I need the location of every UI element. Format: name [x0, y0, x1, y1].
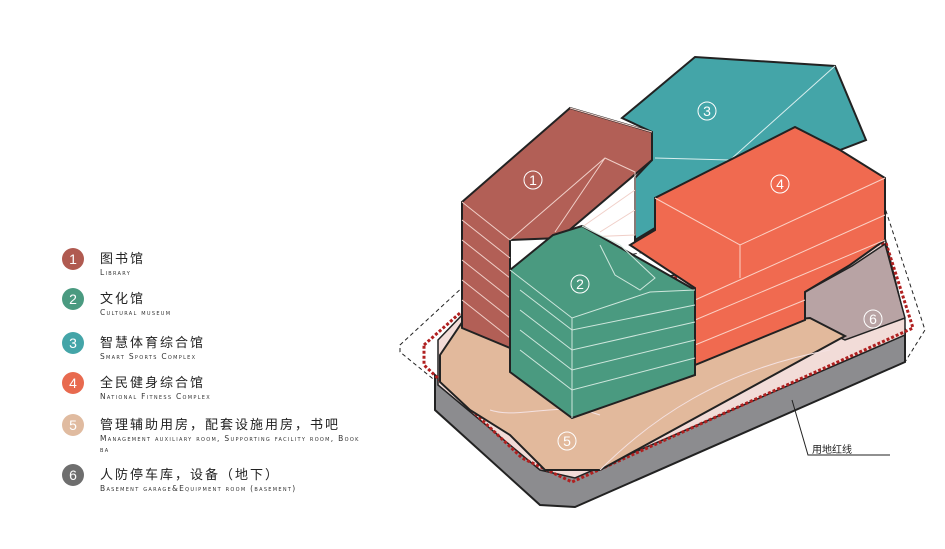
legend-cn: 全民健身综合馆: [100, 376, 206, 391]
legend-en: Smart Sports Complex: [100, 352, 197, 361]
label-3: 3: [703, 103, 711, 119]
building-4-fitness: [628, 125, 886, 367]
legend-cn: 文化馆: [100, 292, 146, 307]
badge-4: 4: [62, 372, 84, 394]
badge-3: 3: [62, 332, 84, 354]
label-5: 5: [563, 433, 571, 449]
site-boundary-dashed: [399, 207, 926, 483]
legend-en: Cultural museum: [100, 308, 172, 317]
badge-5: 5: [62, 414, 84, 436]
legend-cn: 图书馆: [100, 252, 146, 267]
leader-line: [791, 399, 890, 456]
legend-cn: 管理辅助用房，配套设施用房，书吧: [100, 418, 341, 433]
legend-en: Management auxiliary room, Supporting fa…: [100, 434, 360, 454]
legend-en: National Fitness Complex: [100, 392, 211, 401]
badge-2: 2: [62, 288, 84, 310]
legend-en: Library: [100, 268, 132, 277]
red-line-label: 用地红线: [812, 445, 852, 456]
label-4: 4: [776, 176, 784, 192]
label-6: 6: [869, 311, 877, 327]
badge-6: 6: [62, 464, 84, 486]
label-2: 2: [576, 276, 584, 292]
legend-cn: 人防停车库，设备（地下）: [100, 468, 281, 483]
legend-cn: 智慧体育综合馆: [100, 336, 206, 351]
label-1: 1: [529, 172, 537, 188]
badge-1: 1: [62, 248, 84, 270]
legend-en: Basement garage&Equipment room (basement…: [100, 484, 297, 493]
